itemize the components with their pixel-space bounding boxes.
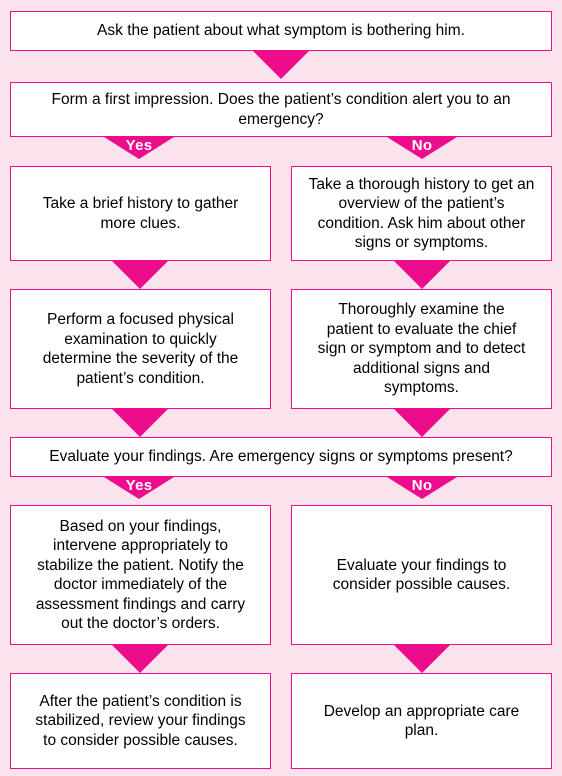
arrow-down-icon [394,645,450,673]
step-thorough-exam-text: Thoroughly examine the patient to evalua… [317,301,526,397]
step-evaluate-causes: Evaluate your findings to consider possi… [291,505,552,645]
arrow-down-icon [394,409,450,437]
yes-label-1: Yes [104,137,174,159]
step-brief-history: Take a brief history to gather more clue… [10,166,271,261]
step-ask-symptom: Ask the patient about what symptom is bo… [10,11,552,51]
step-intervene: Based on your findings, intervene approp… [10,505,271,645]
step-thorough-exam: Thoroughly examine the patient to evalua… [291,289,552,409]
yes-label-2: Yes [104,477,174,499]
arrow-down-icon [112,261,168,289]
step-review-findings-text: After the patient’s condition is stabili… [35,692,246,749]
step-thorough-history: Take a thorough history to get an overvi… [291,166,552,261]
step-brief-history-text: Take a brief history to gather more clue… [42,195,239,232]
arrow-down-icon [112,409,168,437]
step-first-impression-text: Form a first impression. Does the patien… [51,91,511,128]
no-label-1: No [387,137,457,159]
step-first-impression: Form a first impression. Does the patien… [10,82,552,137]
no-label-2: No [387,477,457,499]
step-care-plan: Develop an appropriate care plan. [291,673,552,769]
arrow-down-icon [394,261,450,289]
step-review-findings: After the patient’s condition is stabili… [10,673,271,769]
step-evaluate-causes-text: Evaluate your findings to consider possi… [332,556,511,594]
step-intervene-text: Based on your findings, intervene approp… [35,517,246,633]
step-focused-exam: Perform a focused physical examination t… [10,289,271,409]
step-care-plan-text: Develop an appropriate care plan. [323,702,520,740]
arrow-down-icon [112,645,168,673]
step-evaluate-emergency: Evaluate your findings. Are emergency si… [10,437,552,477]
step-evaluate-emergency-text: Evaluate your findings. Are emergency si… [49,448,513,466]
step-ask-symptom-text: Ask the patient about what symptom is bo… [97,22,465,40]
step-thorough-history-text: Take a thorough history to get an overvi… [308,175,535,252]
arrow-down-icon [253,51,309,79]
step-focused-exam-text: Perform a focused physical examination t… [42,311,239,387]
